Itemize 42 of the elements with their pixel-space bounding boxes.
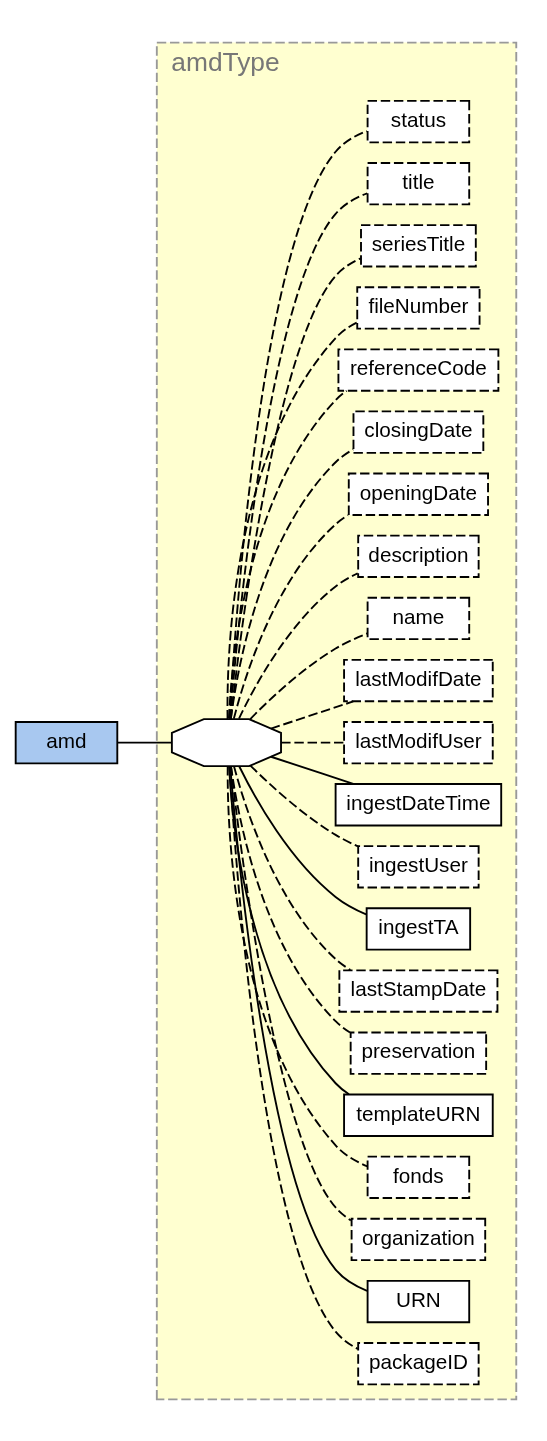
node-box: fileNumber (356, 285, 481, 330)
connector (228, 389, 348, 719)
node-box: lastModifUser (343, 720, 494, 764)
connector (228, 765, 350, 1095)
node-box: name (366, 596, 471, 640)
node-box: closingDate (352, 410, 485, 454)
connector (232, 513, 349, 720)
connector (229, 256, 362, 720)
node-box: title (366, 161, 471, 205)
connector (226, 321, 358, 720)
node-box: ingestTA (365, 906, 472, 951)
node-box: packageID (357, 1341, 480, 1385)
node-box: seriesTitle (360, 223, 477, 267)
connector (270, 699, 355, 729)
node-box: openingDate (347, 472, 489, 516)
node-box: referenceCode (337, 347, 500, 392)
node-box: preservation (349, 1031, 488, 1075)
connector (238, 571, 359, 719)
node-box: lastModifDate (343, 658, 494, 702)
node-box: status (366, 99, 471, 143)
node-box: URN (366, 1279, 471, 1323)
connector (229, 764, 368, 1292)
node-box: ingestDateTime (334, 782, 503, 826)
connector (238, 764, 368, 915)
connector (226, 765, 369, 1167)
connector (230, 764, 351, 1033)
node-box: lastStampDate (338, 968, 499, 1013)
node-box: organization (350, 1217, 487, 1261)
node-box: fonds (366, 1155, 471, 1199)
connector (229, 764, 352, 1221)
connector (280, 741, 345, 744)
node-box: description (357, 534, 480, 578)
node-box: amd (14, 720, 119, 764)
connector (233, 764, 352, 971)
connector (228, 764, 359, 1350)
connector (249, 764, 359, 847)
connector (249, 632, 369, 720)
node-box: templateURN (343, 1093, 494, 1137)
node-octagon (170, 717, 282, 767)
connector (270, 755, 355, 785)
connector (116, 741, 173, 744)
node-box: ingestUser (357, 844, 480, 888)
